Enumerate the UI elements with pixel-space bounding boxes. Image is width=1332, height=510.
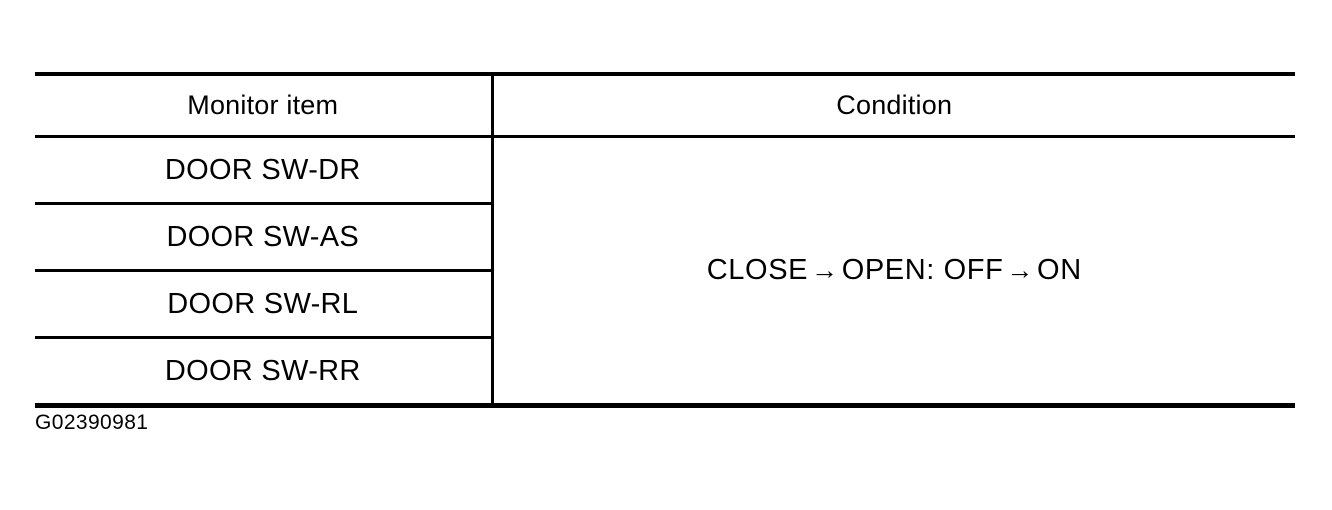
condition-to-signal: ON [1037,254,1082,286]
column-header-condition: Condition [492,72,1295,138]
table-row: DOOR SW-RL [35,269,1295,338]
monitor-item-value: DOOR SW-RL [35,269,494,338]
table-row: DOOR SW-AS [35,202,1295,271]
monitor-item-value: DOOR SW-AS [35,202,494,271]
table-header-row: Monitor item Condition [35,72,1295,138]
table-row: DOOR SW-DR CLOSE→OPEN: OFF→ON [35,136,1295,408]
condition-from-state: CLOSE [706,254,809,286]
condition-value-cell: CLOSE→OPEN: OFF→ON [492,136,1295,408]
monitor-item-value: DOOR SW-DR [35,136,494,204]
condition-to-state: OPEN: [841,254,935,286]
arrow-right-icon: → [811,255,839,285]
monitor-item-value: DOOR SW-RR [35,336,494,408]
column-header-monitor-item: Monitor item [35,72,494,138]
figure-caption: G02390981 [35,411,149,434]
table-row: DOOR SW-RR [35,336,1295,408]
monitor-item-condition-table: Monitor item Condition DOOR SW-DR CLOSE→… [35,72,1295,408]
condition-from-signal: OFF [943,254,1004,286]
arrow-right-icon-2: → [1006,255,1035,285]
spec-table: Monitor item Condition DOOR SW-DR CLOSE→… [35,72,1295,408]
